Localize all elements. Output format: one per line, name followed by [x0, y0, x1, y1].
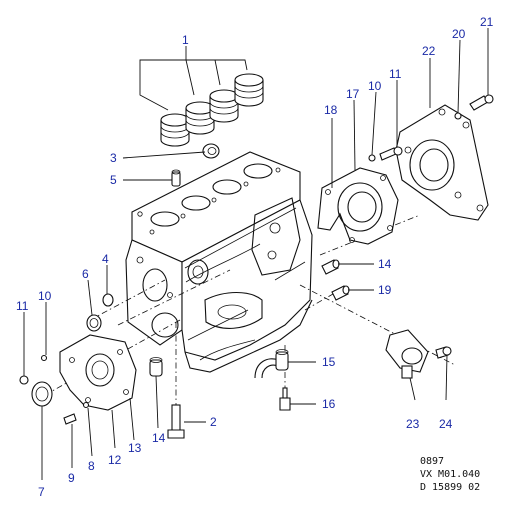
callout-labels: 1 3 5 6 4 11 10 7 9 8 12 13 14 2 15 16 1…	[16, 15, 494, 499]
front-plugs	[86, 293, 114, 332]
liner-1	[160, 113, 190, 147]
callout-3: 3	[110, 151, 117, 165]
callout-17: 17	[346, 87, 360, 101]
reference-line-2: VX M01.040	[420, 469, 480, 480]
callout-6: 6	[82, 267, 89, 281]
callout-11-right: 11	[389, 67, 402, 81]
callout-5: 5	[110, 173, 117, 187]
liner-2	[185, 101, 215, 135]
callout-8: 8	[88, 459, 95, 473]
callout-13: 13	[128, 441, 142, 455]
pulley	[31, 381, 53, 407]
callout-15: 15	[322, 355, 336, 369]
callout-7: 7	[38, 485, 45, 499]
callout-4: 4	[102, 252, 109, 266]
callout-22: 22	[422, 44, 436, 58]
oil-pickup-pipe	[254, 349, 289, 379]
callout-1: 1	[182, 33, 189, 47]
callout-14-right: 14	[378, 257, 392, 271]
left-fasteners	[19, 354, 90, 425]
callout-24: 24	[439, 417, 453, 431]
callout-21: 21	[480, 15, 494, 29]
callout-11-left: 11	[16, 299, 29, 313]
callout-23: 23	[406, 417, 420, 431]
pipe-bolt	[279, 387, 291, 411]
liner-4	[234, 73, 264, 107]
crank-position-sensor	[385, 329, 452, 379]
rear-bolts	[368, 146, 403, 162]
reference-code-block: 0897 VX M01.040 D 15899 02	[420, 456, 480, 493]
reference-line-3: D 15899 02	[420, 482, 480, 493]
dowel-pin	[171, 169, 181, 187]
reference-line-1: 0897	[420, 456, 444, 467]
cylinder-block	[125, 151, 313, 373]
liner-3	[209, 89, 239, 123]
core-plug	[202, 143, 220, 159]
callout-19: 19	[378, 283, 392, 297]
callout-10-right: 10	[368, 79, 382, 93]
left-sleeve	[149, 357, 163, 377]
callout-20: 20	[452, 27, 466, 41]
drain-bolt	[167, 404, 185, 439]
callout-18: 18	[324, 103, 338, 117]
callout-14-left: 14	[152, 431, 166, 445]
callout-9: 9	[68, 471, 75, 485]
callout-2: 2	[210, 415, 217, 429]
leader-lines	[23, 28, 489, 480]
callout-12: 12	[108, 453, 122, 467]
callout-10-left: 10	[38, 289, 52, 303]
cylinder-liners	[160, 73, 264, 147]
callout-16: 16	[322, 397, 336, 411]
right-dowels	[321, 259, 350, 301]
front-cover	[59, 334, 137, 411]
rear-seal-carrier	[317, 167, 399, 245]
top-bolts	[454, 94, 494, 120]
rear-cover-plate	[395, 104, 489, 221]
